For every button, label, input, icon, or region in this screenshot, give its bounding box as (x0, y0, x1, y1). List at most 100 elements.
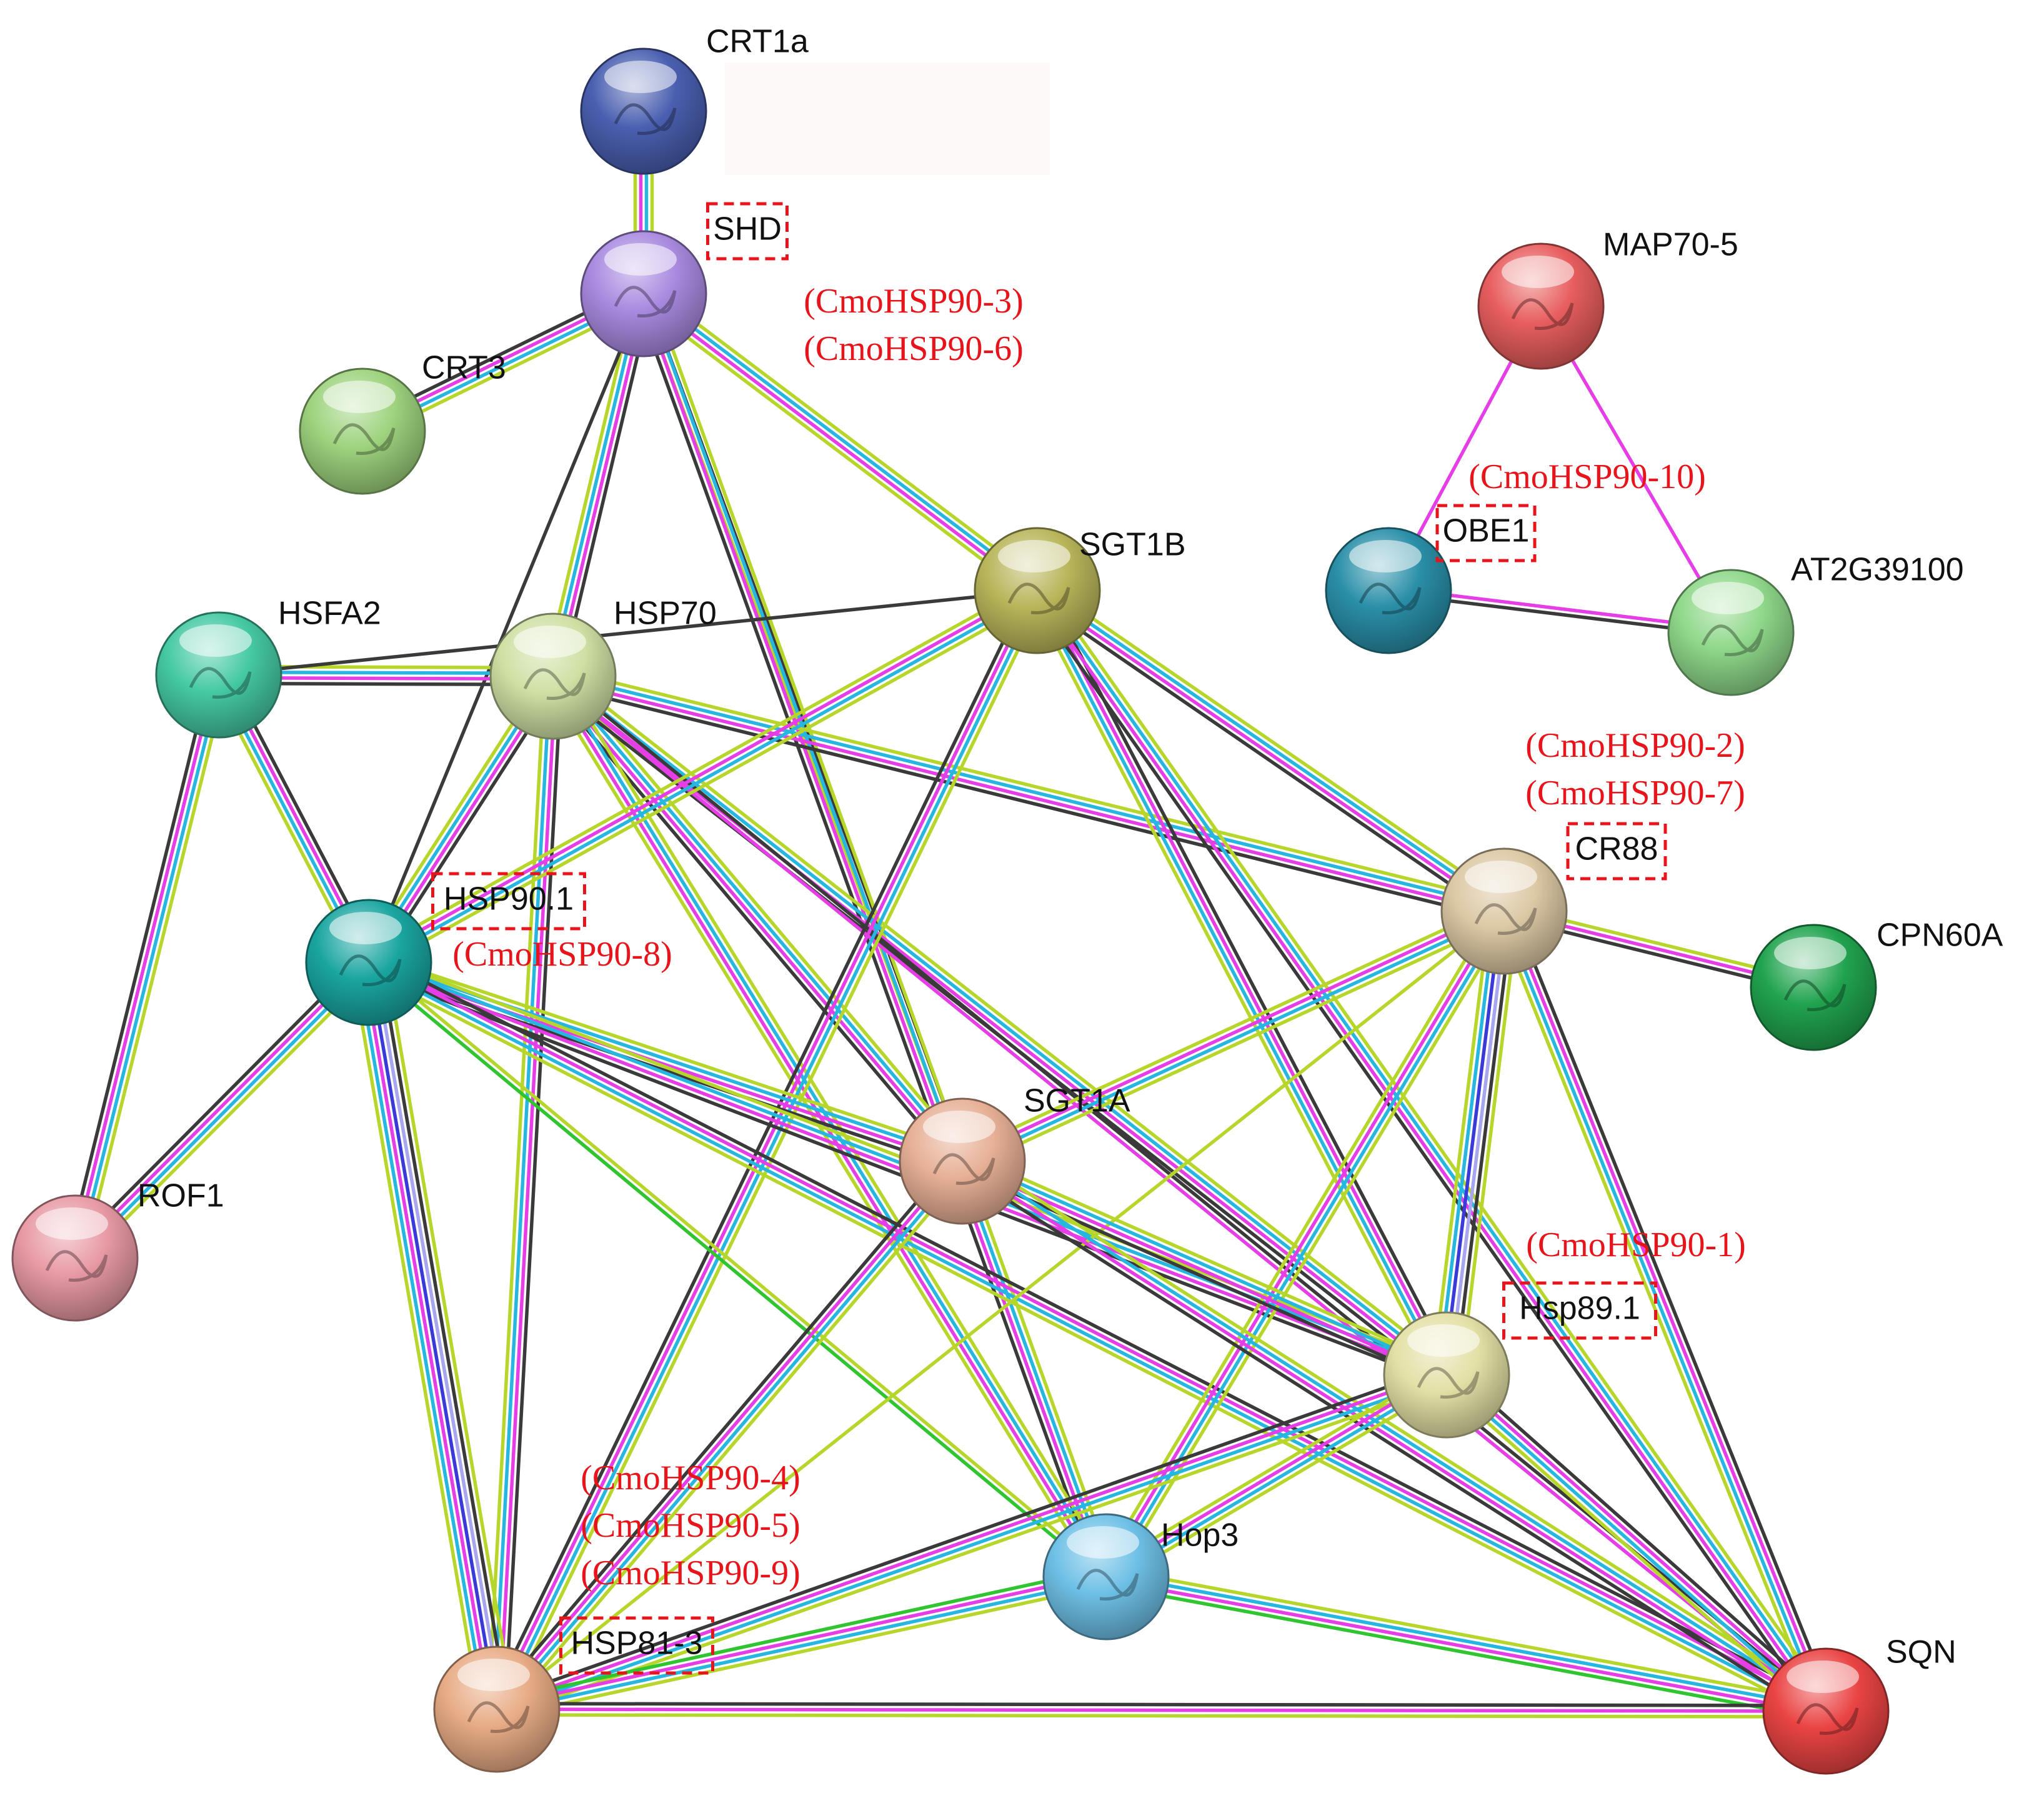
edge-SHD-HSP70 (543, 290, 654, 680)
node-Hop3[interactable] (1042, 1513, 1170, 1641)
edge-line-lime (1028, 592, 1441, 1381)
edge-SGT1A-Hsp89.1 (957, 1151, 1452, 1385)
edge-line-black (217, 589, 1039, 677)
node-highlight (36, 1207, 108, 1240)
edge-line-black (487, 585, 1032, 1707)
node-SQN[interactable] (1762, 1647, 1890, 1775)
node-label-HSFA2: HSFA2 (278, 596, 381, 632)
edge-line-lavender (1447, 909, 1509, 1377)
edge-Hop3-HSP81-3 (493, 1567, 1110, 1719)
node-CPN60A[interactable] (1750, 924, 1877, 1051)
node-ROF1[interactable] (11, 1194, 139, 1322)
edge-line-cyan (368, 591, 1040, 967)
edge-line-lime (497, 1583, 1110, 1719)
edge-line-magenta (497, 674, 558, 1711)
edge-line-cyan (497, 590, 1042, 1712)
node-SGT1A[interactable] (899, 1097, 1026, 1225)
node-HSP90.1[interactable] (305, 899, 432, 1026)
edge-line-lime (495, 1713, 1828, 1719)
edge-HSP90.1-HSP81-3 (350, 957, 516, 1714)
node-OBE1[interactable] (1325, 527, 1452, 654)
edge-line-magenta (1447, 1371, 1830, 1711)
node-highlight (323, 381, 396, 413)
highlight-box-OBE1 (1435, 504, 1537, 562)
node-MAP70-5[interactable] (1477, 242, 1605, 370)
protein-structure-icon (523, 668, 586, 700)
edge-line-cyan (75, 962, 372, 1262)
edge-line-magenta (640, 294, 1038, 595)
node-AT2G39100[interactable] (1667, 569, 1795, 696)
edge-line-black (377, 959, 510, 1709)
edge-line-lime (502, 592, 1047, 1715)
node-highlight (179, 624, 252, 657)
edge-line-lime (1040, 582, 1511, 906)
edge-line-black (1030, 596, 1502, 920)
edge-line-black (67, 954, 365, 1254)
edge-line-magenta (1102, 1371, 1447, 1576)
edge-line-black (957, 1167, 1445, 1385)
edge-line-black (559, 294, 654, 680)
edge-line-black (367, 292, 646, 964)
edge-line-lime (383, 957, 516, 1709)
edge-line-lime (544, 679, 1101, 1583)
protein-structure-icon (1796, 1703, 1859, 1735)
edge-line-lime (363, 968, 1824, 1721)
edge-line-cyan (496, 1577, 1109, 1714)
node-HSFA2[interactable] (155, 611, 282, 739)
highlight-box-SHD (706, 202, 789, 261)
edge-line-lime (557, 669, 971, 1158)
edge-line-magenta (1104, 1577, 1827, 1716)
node-highlight (1502, 256, 1574, 288)
edge-line-lime (81, 675, 229, 1262)
edge-line-cyan (497, 1161, 967, 1713)
edge-HSP90.1-SQN (363, 953, 1832, 1721)
edge-line-lime (495, 909, 1506, 1711)
edge-CR88-HSP81-3 (495, 909, 1506, 1711)
node-HSP70[interactable] (489, 612, 617, 740)
edge-line-magenta (361, 961, 493, 1712)
edge-CR88-Hsp89.1 (1430, 907, 1520, 1379)
edge-line-magenta (1034, 591, 1505, 916)
node-Hsp89.1[interactable] (1383, 1311, 1510, 1439)
edge-line-lime (486, 674, 547, 1711)
edge-SGT1A-HSP81-3 (488, 1154, 971, 1717)
protein-structure-icon (614, 286, 677, 317)
edge-line-cyan (356, 962, 488, 1713)
edge-SGT1B-HSFA2 (217, 589, 1039, 677)
edge-line-lime (1042, 584, 1835, 1708)
node-highlight (514, 626, 586, 658)
edge-line-magenta (492, 587, 1037, 1710)
edge-line-black (955, 1166, 1823, 1721)
edge-HSP70-SGT1A (544, 669, 971, 1169)
protein-structure-icon (1076, 1569, 1139, 1601)
edge-line-cyan (1037, 586, 1508, 911)
node-highlight (1067, 1526, 1139, 1559)
edge-Hsp89.1-Hop3 (1100, 1366, 1453, 1586)
edge-line-lime (1439, 1379, 1822, 1719)
edge-HSFA2-ROF1 (65, 671, 229, 1262)
edge-line-black (1029, 594, 1821, 1718)
edge-line-magenta (554, 292, 649, 679)
node-CRT3[interactable] (299, 367, 426, 495)
node-CR88[interactable] (1440, 847, 1568, 975)
node-SHD[interactable] (580, 230, 707, 357)
edge-line-cyan (496, 1376, 1450, 1714)
edge-line-lime (957, 901, 1503, 1156)
edge-line-magenta (1505, 908, 1830, 1712)
edge-line-magenta (959, 907, 1505, 1161)
edge-line-magenta (368, 958, 1829, 1711)
edge-line-lime (497, 1381, 1452, 1719)
edge-HSP90.1-ROF1 (67, 954, 377, 1266)
node-label-SQN: SQN (1886, 1634, 1957, 1671)
edge-line-cyan (1105, 1572, 1828, 1711)
node-HSP81-3[interactable] (433, 1646, 561, 1773)
edge-line-magenta (492, 1157, 962, 1709)
edge-line-black (1510, 906, 1836, 1710)
protein-structure-icon (614, 103, 677, 135)
node-CRT1a[interactable] (580, 47, 707, 175)
edge-line-cyan (962, 1157, 1450, 1374)
node-SGT1B[interactable] (974, 527, 1101, 654)
faint-panel (725, 62, 1050, 175)
protein-structure-icon (1007, 582, 1070, 614)
